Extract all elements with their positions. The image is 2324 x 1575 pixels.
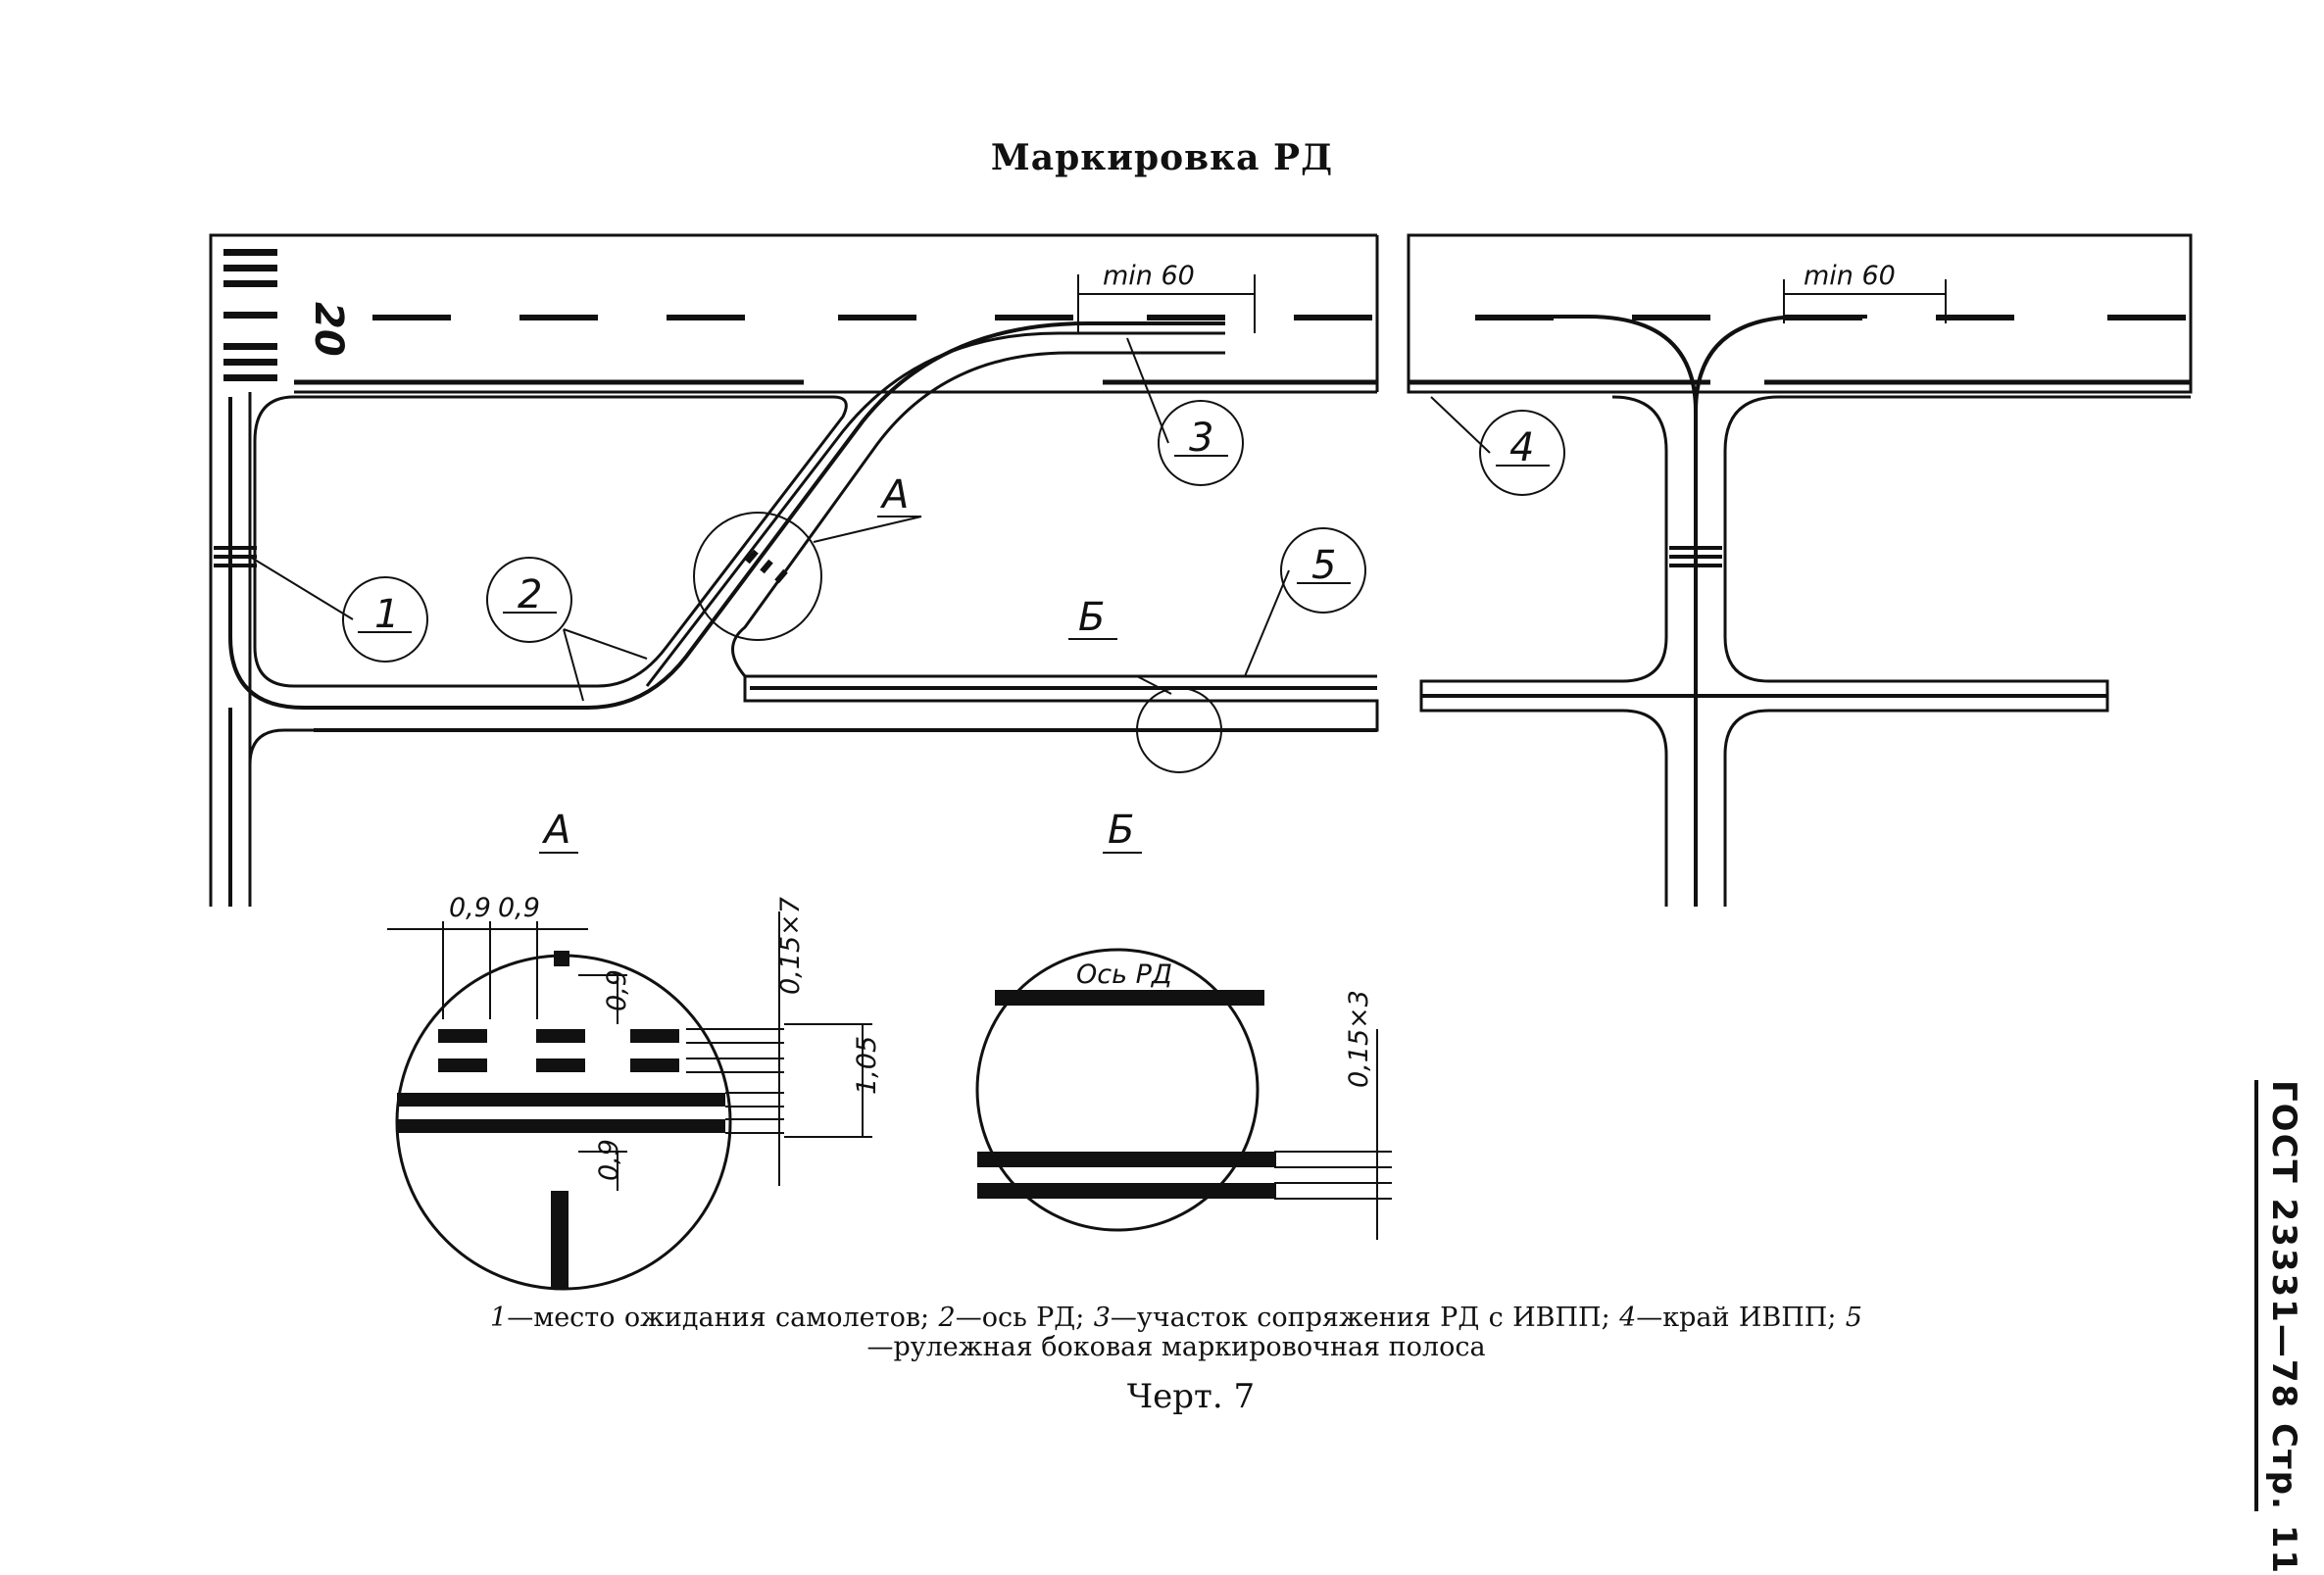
dim-015x7: 0,15×7	[775, 897, 806, 995]
figure-label: Черт. 7	[1126, 1377, 1256, 1416]
callout-circle-2	[486, 557, 572, 643]
legend-t4: —край ИВПП;	[1636, 1303, 1846, 1333]
runway-left-outline	[209, 233, 1377, 907]
callout-2: 2	[518, 572, 542, 617]
legend-t5: —рулежная боковая маркировочная полоса	[866, 1332, 1486, 1362]
callout-1: 1	[374, 592, 399, 637]
runway-number: 20	[306, 302, 351, 357]
min60-left-label: min 60	[1103, 261, 1195, 291]
dim-09-d: 0,9	[594, 1139, 624, 1181]
legend-n2: 2	[938, 1303, 956, 1333]
dim-015x3: 0,15×3	[1344, 990, 1374, 1088]
side-header: ГОСТ 23331—78 Стр. 11	[2254, 1080, 2317, 1575]
side-header-text: ГОСТ 23331—78 Стр. 11	[2264, 1080, 2303, 1575]
legend-caption: 1—место ожидания самолетов; 2—ось РД; 3—…	[490, 1304, 1862, 1362]
min60-right-label: min 60	[1804, 261, 1896, 291]
callout-3: 3	[1189, 416, 1213, 461]
threshold-bars	[223, 249, 277, 381]
legend-n5: 5	[1845, 1303, 1862, 1333]
callout-circle-4	[1479, 410, 1565, 496]
taxiway-right-junction	[1419, 395, 1668, 907]
callout-circle-3	[1158, 400, 1244, 486]
detail-b-label: Б	[1078, 595, 1105, 640]
axis-label: Ось РД	[1076, 960, 1172, 990]
detail-b-view-label: Б	[1108, 808, 1134, 853]
callout-4: 4	[1509, 425, 1534, 470]
legend-n1: 1	[490, 1303, 508, 1333]
page-title: Маркировка РД	[990, 137, 1334, 178]
dim-09-c: 0,9	[602, 969, 632, 1011]
detail-a-view-label: А	[541, 808, 570, 853]
dim-09-b: 0,9	[498, 893, 540, 923]
legend-n4: 4	[1619, 1303, 1637, 1333]
detail-a-label: А	[879, 472, 909, 517]
callout-circle-5	[1280, 527, 1366, 614]
legend-t1: —место ожидания самолетов;	[507, 1303, 939, 1333]
detail-circle-a	[693, 512, 822, 641]
detail-b-enlarged: Ось РД 0,15×3	[975, 948, 1392, 1240]
legend-t3: —участок сопряжения РД с ИВПП;	[1110, 1303, 1620, 1333]
detail-a-enlarged: 0,9 0,9 0,9 0,9 0,15×7 1,05	[387, 893, 882, 1291]
legend-t2: —ось РД;	[955, 1303, 1094, 1333]
legend-n3: 3	[1093, 1303, 1111, 1333]
taxiway-centerline	[228, 321, 1225, 710]
dim-105: 1,05	[852, 1036, 882, 1095]
dim-09-a: 0,9	[449, 893, 491, 923]
callout-5: 5	[1311, 543, 1336, 588]
detail-circle-b	[1136, 687, 1222, 773]
callout-circle-1	[342, 576, 428, 663]
taxiway-left-loop	[253, 395, 848, 688]
runway-right-outline	[1407, 233, 2193, 394]
